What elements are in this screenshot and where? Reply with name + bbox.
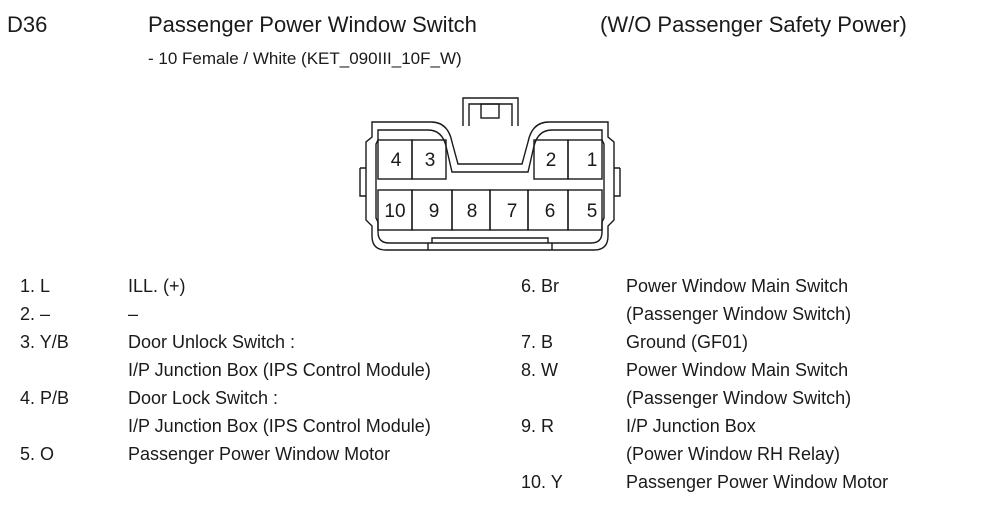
pin-description: Door Unlock Switch : [128, 332, 296, 352]
pin-number: 10. Y [521, 472, 563, 492]
pin-description: Ground (GF01) [626, 332, 749, 352]
pin-description: Passenger Power Window Motor [128, 444, 391, 464]
cavity-label: 1 [587, 150, 598, 171]
pin-description: – [128, 304, 139, 324]
pin-description: Power Window Main Switch [626, 276, 849, 296]
pin-number: 4. P/B [20, 388, 70, 408]
cavity-label: 3 [425, 150, 436, 171]
pin-number: 8. W [521, 360, 559, 380]
pin-number: 7. B [521, 332, 554, 352]
connector-key [427, 243, 553, 250]
pin-description: I/P Junction Box (IPS Control Module) [128, 360, 431, 380]
pin-number: 5. O [20, 444, 55, 464]
connector-code: D36 [7, 12, 48, 37]
pin-description: Passenger Power Window Motor [626, 472, 889, 492]
cavity-label: 5 [587, 201, 598, 222]
connector-spec: - 10 Female / White (KET_090III_10F_W) [148, 49, 462, 68]
cavity-label: 7 [507, 201, 518, 222]
pin-number: 3. Y/B [20, 332, 69, 352]
variant-note: (W/O Passenger Safety Power) [600, 12, 907, 37]
pin-description: I/P Junction Box (IPS Control Module) [128, 416, 431, 436]
pin-description: (Power Window RH Relay) [626, 444, 841, 464]
page-title: Passenger Power Window Switch [148, 12, 477, 37]
cavity-label: 6 [545, 201, 556, 222]
pin-description: ILL. (+) [128, 276, 186, 296]
cavity-label: 10 [384, 201, 405, 222]
cavity-3 [411, 139, 447, 180]
pin-description: Power Window Main Switch [626, 360, 849, 380]
pin-description: (Passenger Window Switch) [626, 304, 852, 324]
pin-number: 1. L [20, 276, 51, 296]
pin-number: 9. R [521, 416, 555, 436]
connector-latch [462, 97, 519, 126]
cavity-5 [567, 189, 603, 231]
cavity-label: 9 [429, 201, 440, 222]
pin-number: 6. Br [521, 276, 560, 296]
pin-description: I/P Junction Box [626, 416, 756, 436]
cavity-label: 8 [467, 201, 478, 222]
pin-description: Door Lock Switch : [128, 388, 279, 408]
pin-description: (Passenger Window Switch) [626, 388, 852, 408]
connector-housing [365, 121, 615, 251]
pin-number: 2. – [20, 304, 51, 324]
cavity-label: 2 [546, 150, 557, 171]
cavity-label: 4 [391, 150, 402, 171]
cavity-1 [567, 139, 603, 180]
